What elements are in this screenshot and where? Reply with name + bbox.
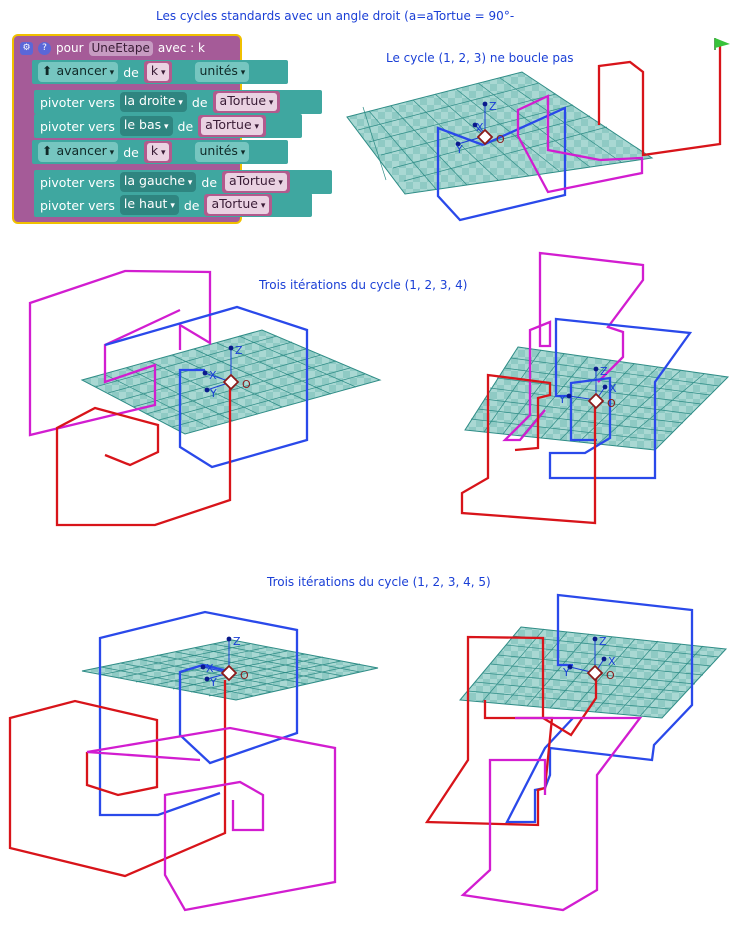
- advance-block[interactable]: ⬆ avancer de k unités: [32, 140, 288, 164]
- procedure-params: avec : k: [157, 41, 205, 55]
- cycle-1234-caption: Trois itérations du cycle (1, 2, 3, 4): [259, 278, 468, 292]
- var-atortue[interactable]: aTortue: [198, 115, 267, 137]
- figure-cycle-1234-right: Z X Y O: [460, 251, 730, 525]
- axis-x-label: X: [608, 655, 616, 668]
- origin-label: O: [240, 669, 249, 682]
- figure-cycle-123: Z X Y O: [346, 38, 730, 222]
- grid-lines: [357, 77, 622, 190]
- up-arrow-icon: ⬆: [42, 63, 53, 78]
- advance-dropdown[interactable]: ⬆ avancer: [38, 62, 119, 82]
- axis-x-label: X: [476, 121, 484, 134]
- turn-left-block[interactable]: pivoter vers la gauche de aTortue: [34, 170, 332, 194]
- blue-path: [548, 317, 693, 480]
- cycle-12345-caption: Trois itérations du cycle (1, 2, 3, 4, 5…: [267, 575, 491, 589]
- var-k[interactable]: k: [143, 141, 173, 163]
- turn-right-block[interactable]: pivoter vers la droite de aTortue: [34, 90, 322, 114]
- axis-x-label: X: [609, 382, 617, 395]
- turn-label: pivoter vers: [40, 174, 115, 190]
- axis-y-label: Y: [209, 387, 217, 400]
- red-path: [424, 635, 598, 827]
- turn-up-block[interactable]: pivoter vers le haut de aTortue: [34, 193, 312, 217]
- cycle-123-caption: Le cycle (1, 2, 3) ne boucle pas: [386, 51, 574, 65]
- axis-z-label: Z: [235, 344, 243, 357]
- direction-dropdown[interactable]: le bas: [119, 116, 173, 136]
- turtle-origin-icon: [587, 392, 605, 410]
- origin-label: O: [496, 133, 505, 146]
- of-label: de: [123, 64, 139, 80]
- axis-y-label: Y: [455, 143, 463, 156]
- magenta-path: [460, 716, 643, 912]
- figure-cycle-12345-left: Z X Y O: [8, 610, 379, 912]
- of-label: de: [123, 144, 139, 160]
- origin-label: O: [606, 669, 615, 682]
- axes-gizmo: Z X Y O: [562, 635, 616, 682]
- direction-dropdown[interactable]: le haut: [119, 195, 179, 215]
- axis-z-label: Z: [599, 635, 607, 648]
- red-path: [8, 680, 227, 878]
- of-label: de: [191, 94, 208, 110]
- magenta-path: [502, 251, 645, 442]
- turtle-origin-icon: [586, 664, 604, 682]
- axis-z-label: Z: [600, 365, 608, 378]
- turtle-origin-icon: [222, 373, 240, 391]
- red-path: [460, 373, 597, 525]
- turn-label: pivoter vers: [40, 94, 115, 110]
- advance-label: avancer: [56, 143, 107, 158]
- figure-cycle-12345-right: Z X Y O: [424, 593, 728, 912]
- turn-down-block[interactable]: pivoter vers le bas de aTortue: [34, 114, 302, 138]
- turn-label: pivoter vers: [40, 197, 115, 213]
- main-title: Les cycles standards avec un angle droit…: [156, 9, 515, 23]
- grid-plane: [346, 71, 654, 195]
- red-path: [597, 44, 722, 157]
- axis-x-label: X: [209, 369, 217, 382]
- var-atortue[interactable]: aTortue: [204, 194, 273, 216]
- axis-z-label: Z: [489, 100, 497, 113]
- axis-x-label: X: [206, 662, 214, 675]
- direction-dropdown[interactable]: la droite: [119, 92, 187, 112]
- var-k[interactable]: k: [143, 61, 173, 83]
- advance-block[interactable]: ⬆ avancer de k unités: [32, 60, 288, 84]
- gear-icon[interactable]: ⚙: [20, 41, 33, 55]
- procedure-block[interactable]: ⚙ ? pour UneEtape avec : k ⬆ avancer de …: [12, 34, 332, 224]
- of-label: de: [183, 197, 200, 213]
- unit-dropdown[interactable]: unités: [195, 142, 250, 162]
- magenta-path: [516, 94, 644, 194]
- var-atortue[interactable]: aTortue: [222, 171, 290, 193]
- axis-z-label: Z: [233, 635, 241, 648]
- turtle-origin-icon: [476, 128, 494, 146]
- axis-y-label: Y: [558, 393, 566, 406]
- procedure-name[interactable]: UneEtape: [88, 40, 153, 56]
- advance-label: avancer: [56, 63, 107, 78]
- unit-dropdown[interactable]: unités: [195, 62, 250, 82]
- magenta-path: [86, 726, 337, 912]
- turtle-origin-icon: [220, 664, 238, 682]
- procedure-header: ⚙ ? pour UneEtape avec : k: [20, 39, 205, 57]
- direction-dropdown[interactable]: la gauche: [119, 172, 197, 192]
- origin-label: O: [607, 397, 616, 410]
- flag-icon: [714, 38, 730, 50]
- axes-gizmo: Z X Y O: [200, 635, 249, 689]
- blue-path: [436, 106, 567, 222]
- turn-label: pivoter vers: [40, 118, 115, 134]
- origin-label: O: [242, 378, 251, 391]
- blue-path: [104, 305, 309, 469]
- up-arrow-icon: ⬆: [42, 143, 53, 158]
- axis-y-label: Y: [209, 676, 217, 689]
- advance-dropdown[interactable]: ⬆ avancer: [38, 142, 119, 162]
- var-atortue[interactable]: aTortue: [212, 91, 281, 113]
- of-label: de: [201, 174, 218, 190]
- axes-gizmo: Z X Y O: [558, 365, 617, 410]
- help-icon[interactable]: ?: [38, 41, 51, 55]
- blue-path: [98, 610, 299, 817]
- figure-cycle-1234-left: Z X Y O: [28, 269, 382, 527]
- axis-y-label: Y: [562, 666, 570, 679]
- magenta-path: [28, 269, 212, 437]
- axes-gizmo: Z X Y O: [455, 100, 505, 156]
- of-label: de: [177, 118, 194, 134]
- axes-gizmo: Z X Y O: [202, 344, 251, 400]
- red-path: [55, 380, 232, 527]
- procedure-keyword: pour: [56, 41, 84, 55]
